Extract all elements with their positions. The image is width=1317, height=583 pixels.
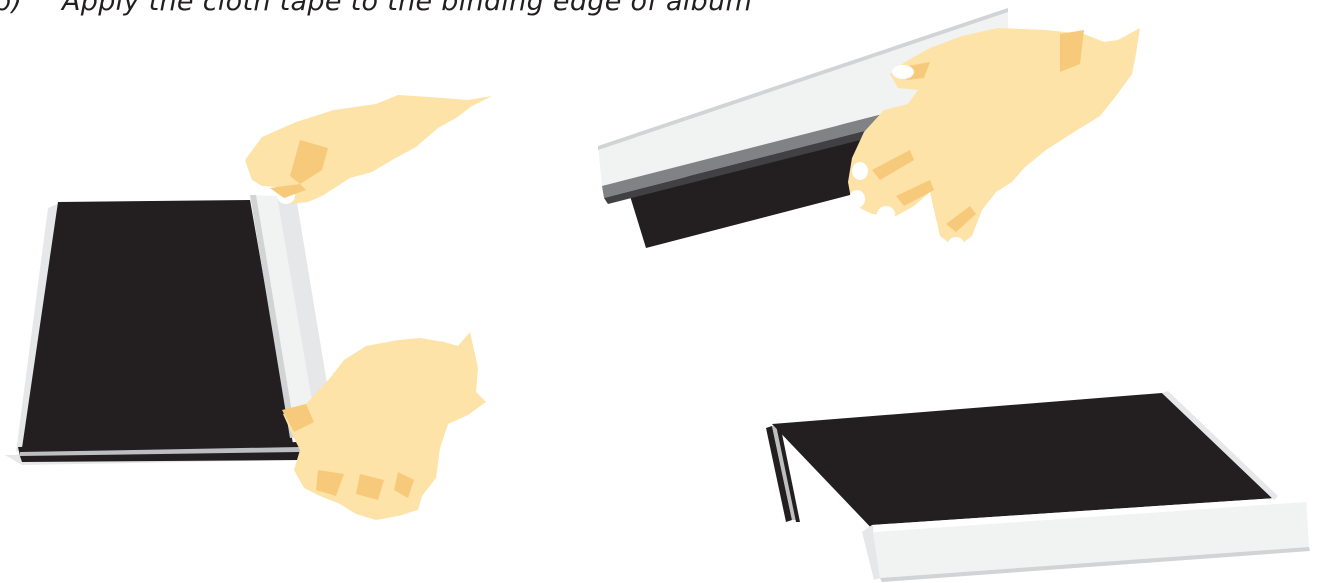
bottom-right-scene [766, 391, 1310, 582]
left-scene [5, 95, 492, 520]
album-left-icon [5, 200, 300, 465]
hand-upper-icon [245, 95, 492, 204]
top-right-scene [598, 8, 1140, 251]
